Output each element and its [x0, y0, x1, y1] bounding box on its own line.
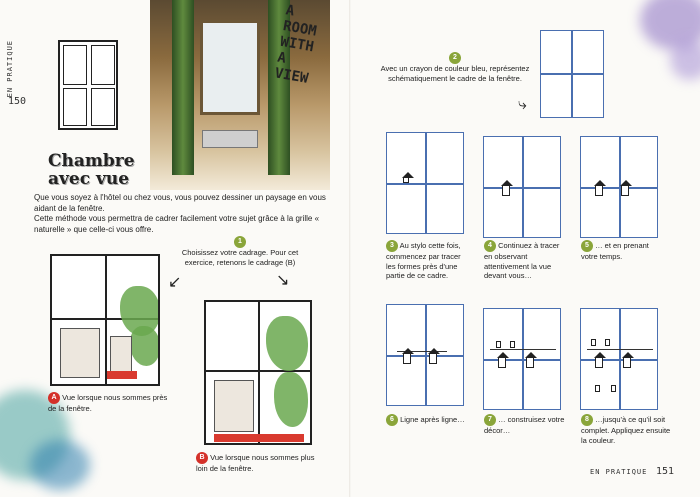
step-3-text: Au stylo cette fois, commencez par trace… — [386, 240, 461, 280]
grid-step-7 — [483, 308, 561, 410]
caption-a-text: Vue lorsque nous sommes près de la fenêt… — [48, 392, 168, 413]
step-1-text: Choisissez votre cadrage. Pour cet exerc… — [181, 248, 299, 267]
curved-arrow-right-icon: ↘ — [276, 272, 290, 289]
step-badge: 2 — [449, 52, 461, 64]
grid-step-3 — [386, 132, 464, 234]
step-badge: 7 — [484, 414, 496, 426]
window-icon — [58, 40, 118, 130]
step-1-caption: 1 Choisissez votre cadrage. Pour cet exe… — [180, 236, 300, 267]
step-5-caption: 5 … et en prenant votre temps. — [581, 240, 665, 262]
window-painting: A ROOM WITH A VIEW — [150, 0, 330, 190]
step-7-text: … construisez votre décor… — [484, 414, 565, 435]
blue-grid-step-2 — [540, 30, 604, 118]
caption-b-text: Vue lorsque nous sommes plus loin de la … — [196, 452, 315, 473]
step-badge: 3 — [386, 240, 398, 252]
section-label: EN PRATIQUE — [6, 40, 14, 98]
step-5-text: … et en prenant votre temps. — [581, 240, 649, 261]
grid-step-6 — [386, 304, 464, 406]
intro-paragraph-2: Cette méthode vous permettra de cadrer f… — [34, 214, 320, 234]
step-badge: 5 — [581, 240, 593, 252]
radiator — [202, 130, 258, 148]
page-number: 150 — [8, 96, 27, 107]
step-7-caption: 7 … construisez votre décor… — [484, 414, 568, 436]
step-4-text: Continuez à tracer en observant attentiv… — [484, 240, 560, 280]
watercolor-splash — [30, 440, 90, 490]
grid-step-8 — [580, 308, 658, 410]
step-badge: 8 — [581, 414, 593, 426]
curved-arrow-left-icon: ↙ — [168, 274, 182, 291]
step-8-caption: 8 …jusqu'à ce qu'il soit complet. Appliq… — [581, 414, 671, 445]
curtain-left — [172, 0, 194, 175]
sketch-a — [50, 254, 160, 386]
arrow-right-icon: ⤷ — [518, 96, 527, 113]
left-page: EN PRATIQUE 150 A ROOM WITH A VIEW Chamb… — [0, 0, 334, 490]
step-badge: 6 — [386, 414, 398, 426]
caption-badge: A — [48, 392, 60, 404]
caption-b: B Vue lorsque nous sommes plus loin de l… — [196, 452, 326, 474]
step-8-text: …jusqu'à ce qu'il soit complet. Applique… — [581, 414, 671, 445]
step-badge: 4 — [484, 240, 496, 252]
painted-window — [200, 20, 260, 115]
right-page: 2 Avec un crayon de couleur bleu, représ… — [350, 0, 700, 497]
sketch-b — [204, 300, 312, 445]
step-badge: 1 — [234, 236, 246, 248]
caption-a: A Vue lorsque nous sommes près de la fen… — [48, 392, 168, 414]
page-gutter — [349, 0, 351, 497]
title-line-2: avec vue — [48, 169, 130, 189]
grid-step-5 — [580, 136, 658, 238]
step-4-caption: 4 Continuez à tracer en observant attent… — [484, 240, 568, 281]
step-2-caption: 2 Avec un crayon de couleur bleu, représ… — [380, 52, 530, 83]
page-title: Chambre avec vue — [48, 152, 135, 188]
caption-badge: B — [196, 452, 208, 464]
step-6-caption: 6 Ligne après ligne… — [386, 414, 470, 426]
section-label: EN PRATIQUE — [590, 468, 648, 476]
page-number: 151 — [656, 466, 675, 477]
grid-step-4 — [483, 136, 561, 238]
step-2-text: Avec un crayon de couleur bleu, représen… — [380, 64, 530, 83]
curtain-right — [268, 0, 290, 175]
watercolor-splash — [670, 40, 700, 80]
step-6-text: Ligne après ligne… — [400, 414, 465, 424]
title-line-1: Chambre — [48, 151, 135, 171]
intro-text: Que vous soyez à l'hôtel ou chez vous, v… — [34, 193, 334, 235]
intro-paragraph-1: Que vous soyez à l'hôtel ou chez vous, v… — [34, 193, 326, 213]
step-3-caption: 3 Au stylo cette fois, commencez par tra… — [386, 240, 470, 281]
